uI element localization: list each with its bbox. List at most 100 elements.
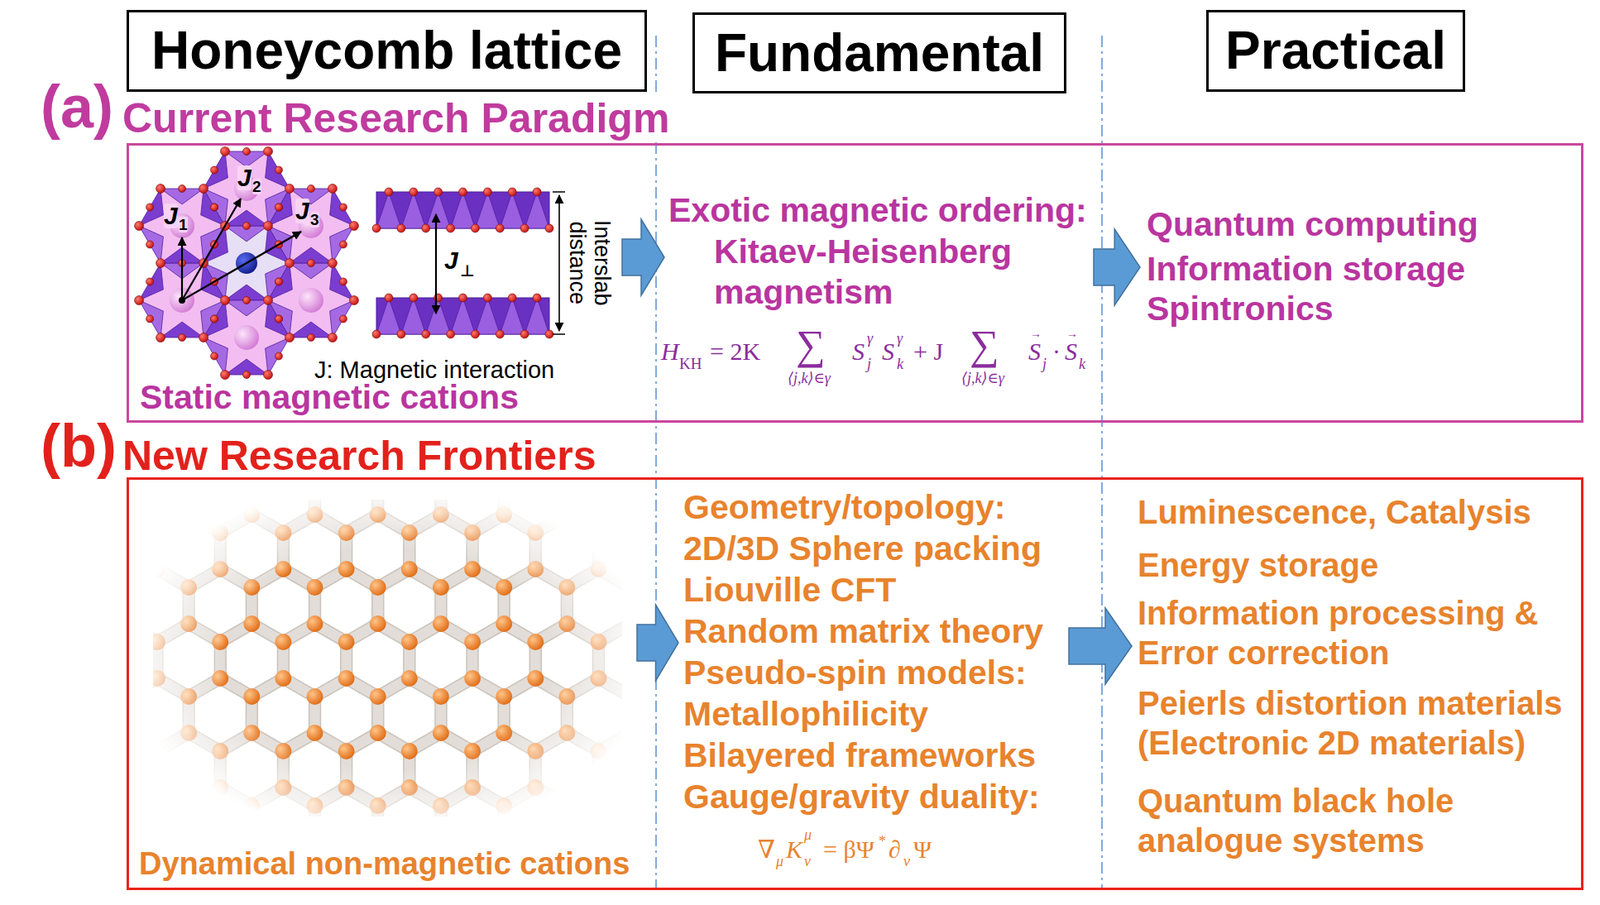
equation-symbol: γ (896, 330, 903, 346)
octahedron-face (376, 191, 402, 229)
cation-sphere (464, 633, 481, 651)
oxygen-atom (146, 203, 154, 211)
equation-symbol: → (1029, 328, 1042, 341)
lattice-hole (194, 794, 246, 817)
octahedron-face (401, 191, 427, 229)
slab (376, 191, 550, 229)
cation-sphere (153, 560, 166, 578)
concept-group: Exotic magnetic ordering:Kitaev-Heisenbe… (665, 186, 1093, 319)
application-group: Quantum computingInformation storageSpin… (1141, 198, 1572, 336)
oxygen-atom (507, 187, 517, 197)
octahedron-face (265, 300, 290, 338)
oxygen-atom (178, 334, 187, 342)
exchange-arrow (182, 198, 241, 301)
cation-sphere (153, 633, 166, 651)
oxygen-atom (199, 184, 209, 194)
lattice-hole (257, 794, 309, 817)
equation-symbol: · (1052, 339, 1061, 365)
octahedron-face (203, 188, 228, 226)
octahedron-face (330, 188, 355, 226)
cation-sphere (590, 779, 608, 796)
octahedron-face (499, 297, 525, 335)
layer-slabs (372, 187, 566, 339)
equation-symbol: = βΨ (823, 837, 875, 863)
cation-sphere (622, 724, 623, 742)
cation-sphere (211, 524, 229, 542)
cation-sphere (590, 524, 608, 542)
octahedron-face (524, 297, 550, 335)
cation-sphere (526, 742, 544, 760)
octahedron-face (426, 191, 451, 229)
header-box: Fundamental (692, 12, 1067, 94)
orange-lattice-clip (153, 499, 623, 817)
paradigm-panel: (a)Current Research ParadigmJ: Magnetic … (126, 143, 1584, 423)
cation-sphere (495, 615, 513, 633)
oxygen-atom (483, 293, 492, 302)
application-group: Luminescence, CatalysisEnergy storageInf… (1133, 486, 1581, 866)
oxygen-atom (495, 224, 504, 233)
cation-sphere (622, 688, 623, 705)
lattice-hole (509, 575, 561, 636)
cation-sphere (526, 670, 544, 687)
oxygen-atom (421, 330, 431, 339)
lattice-hole (383, 499, 436, 527)
oxygen-atom (275, 277, 283, 286)
caption-text: Dynamical non-magnetic cations (138, 846, 630, 883)
header-box: Honeycomb lattice (126, 9, 647, 92)
cation-sphere (180, 615, 197, 633)
equation-symbol: + J (913, 339, 944, 365)
lattice-hole (257, 575, 309, 636)
lattice-hole (225, 630, 278, 690)
oxygen-atom (520, 224, 529, 233)
octahedron-face (330, 225, 355, 264)
concept-heading: Exotic magnetic ordering: (668, 190, 1088, 231)
cation-sphere (526, 779, 544, 796)
oxygen-atom (384, 293, 393, 302)
equation-symbol: S (1064, 339, 1078, 365)
cation-sphere (432, 688, 450, 705)
oxygen-atom (459, 293, 468, 302)
oxygen-atom (156, 183, 166, 193)
cation-sphere (369, 688, 387, 705)
cation-sphere (369, 797, 387, 815)
cation-sphere (243, 797, 260, 815)
lattice-hole (446, 685, 499, 745)
lattice-hole (288, 521, 341, 581)
diagram-label: J (237, 165, 252, 191)
lattice-hole (572, 575, 623, 636)
lattice-hole (478, 630, 530, 690)
cation-sphere (243, 615, 260, 633)
cation-sphere (432, 579, 450, 596)
application-text: Peierls distortion materials (Electronic… (1137, 683, 1578, 763)
cation-sphere (558, 797, 575, 815)
oxygen-atom (156, 258, 166, 269)
cation-sphere (401, 560, 418, 578)
cation-sphere (401, 633, 418, 651)
header-text: Practical (1225, 19, 1447, 83)
octahedron-face (524, 191, 550, 229)
equation-symbol: k (896, 356, 904, 372)
oxygen-atom (327, 333, 337, 343)
cation-sphere (306, 579, 324, 596)
oxygen-atom (274, 277, 283, 286)
octahedron-face (265, 151, 290, 189)
dimension-tick (552, 191, 566, 193)
diagram-label: 3 (310, 211, 320, 228)
oxygen-atom (421, 224, 431, 233)
cation-sphere (558, 724, 575, 742)
oxygen-atom (210, 166, 219, 174)
oxygen-atom (532, 187, 542, 197)
lattice-hole (162, 630, 215, 690)
lattice-hole (446, 794, 499, 817)
oxygen-atom (274, 315, 283, 323)
cation-sphere (274, 670, 292, 687)
equation-symbol: H (661, 339, 680, 365)
column-divider (1101, 35, 1103, 888)
panel-heading: New Research Frontiers (122, 435, 596, 477)
oxygen-atom (372, 330, 381, 339)
lattice-hole (194, 685, 246, 745)
cation-sphere (306, 797, 324, 815)
cation-sphere (401, 524, 418, 542)
cation-sphere (306, 688, 324, 705)
